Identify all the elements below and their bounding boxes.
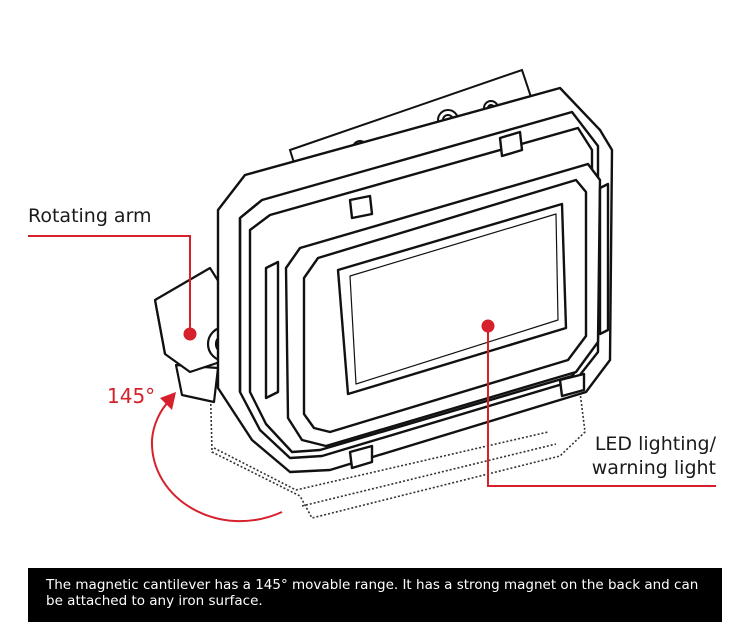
led-label-line2: warning light	[591, 457, 716, 479]
rotation-arc	[150, 399, 283, 523]
led-leader	[487, 326, 716, 487]
caption-text: The magnetic cantilever has a 145° movab…	[46, 577, 699, 609]
led-label-line1: LED lighting/	[594, 433, 716, 455]
light-housing	[216, 86, 614, 474]
rotating-arm-marker	[183, 327, 197, 341]
caption-bar: The magnetic cantilever has a 145° movab…	[28, 568, 722, 622]
rotation-arrowhead	[160, 392, 176, 410]
rotating-arm-label: Rotating arm	[28, 205, 152, 227]
angle-label: 145°	[107, 384, 156, 408]
led-label: LED lighting/ warning light	[592, 432, 716, 480]
led-panel	[336, 202, 568, 396]
rotated-position-ghost	[209, 371, 586, 519]
led-marker	[481, 319, 495, 333]
rotating-arm-leader	[28, 235, 191, 334]
